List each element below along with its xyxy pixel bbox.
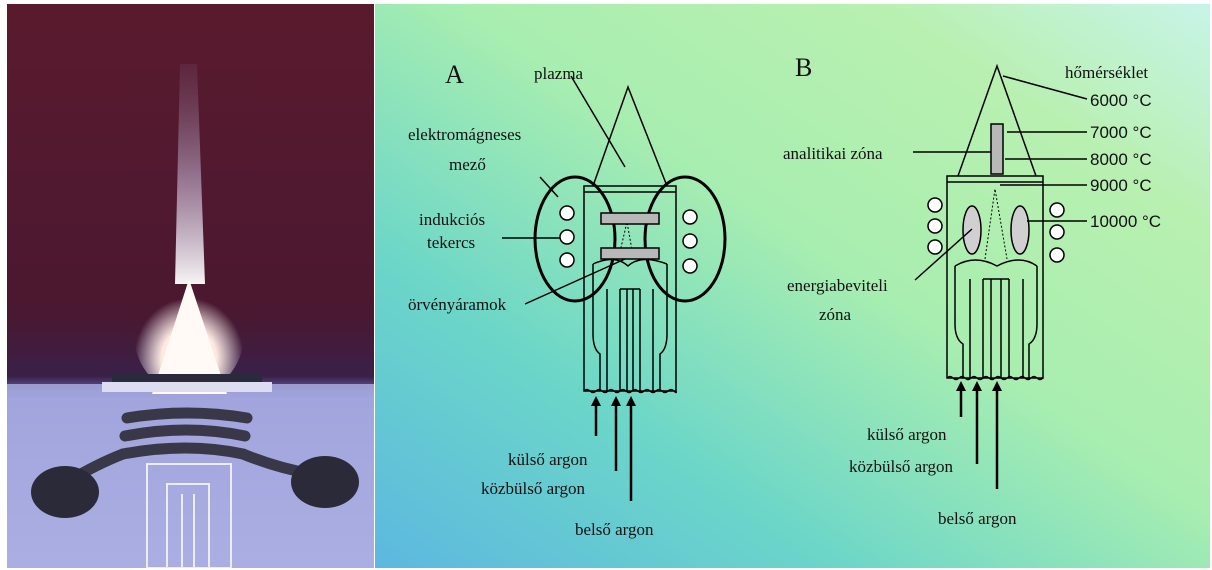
label-middle-argon-a: közbülső argon [481, 479, 586, 498]
label-plasma: plazma [534, 64, 584, 83]
label-outer-argon-a: külső argon [508, 450, 588, 469]
label-energy-zone-1: energiabeviteli [787, 276, 888, 295]
label-eddy-currents: örvényáramok [408, 295, 507, 314]
label-inner-argon-b: belső argon [938, 509, 1017, 528]
eddy-bar-bottom [601, 248, 659, 259]
eddy-bar-top [601, 213, 659, 224]
right-clamp [291, 456, 359, 508]
panel-a-letter: A [445, 60, 464, 89]
label-inner-argon-a: belső argon [575, 520, 654, 539]
temp-7000: 7000 °C [1090, 123, 1152, 142]
label-coil-2: tekercs [427, 233, 475, 252]
left-clamp [31, 466, 99, 518]
label-middle-argon-b: közbülső argon [849, 457, 954, 476]
label-temperature: hőmérséklet [1065, 63, 1148, 82]
temp-9000: 9000 °C [1090, 176, 1152, 195]
label-analytical-zone: analitikai zóna [783, 144, 883, 163]
label-coil-1: indukciós [419, 210, 485, 229]
analytical-zone-bar [991, 124, 1003, 174]
temp-10000: 10000 °C [1090, 212, 1161, 231]
temp-8000: 8000 °C [1090, 150, 1152, 169]
label-em-field-2: mező [449, 155, 486, 174]
temp-6000: 6000 °C [1090, 91, 1152, 110]
energy-zone-right [1011, 206, 1029, 254]
icp-torch-photo [7, 4, 374, 568]
label-outer-argon-b: külső argon [867, 425, 947, 444]
panel-b-letter: B [795, 53, 812, 82]
icp-schematic: A plazma elektromágneses mező indukciós … [375, 4, 1210, 568]
label-energy-zone-2: zóna [819, 305, 852, 324]
label-em-field-1: elektromágneses [408, 125, 521, 144]
